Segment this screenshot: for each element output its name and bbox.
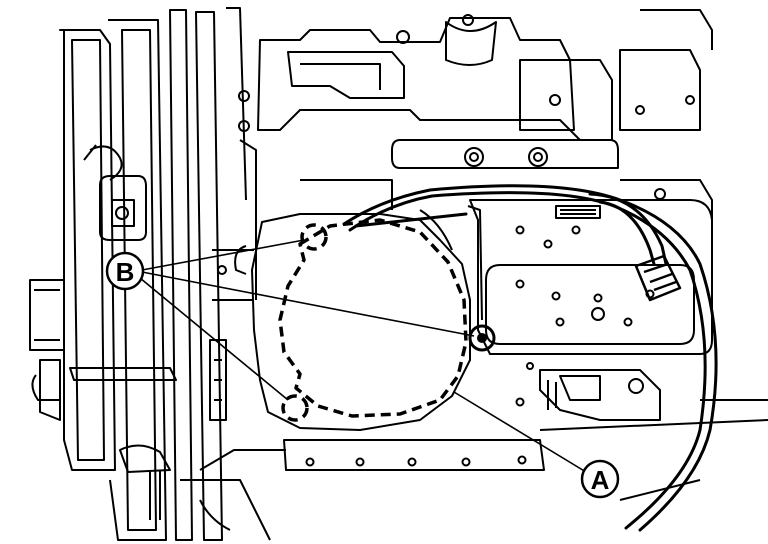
callout-b: B [105, 251, 145, 291]
leader-b-bolt [141, 271, 475, 337]
callout-b-circle [105, 251, 145, 291]
harness-connector [634, 254, 682, 302]
leader-b-bottom [139, 277, 289, 401]
left-frame-assembly [29, 7, 247, 541]
callout-a-circle [580, 459, 620, 499]
callout-leader-lines [139, 239, 587, 473]
leader-b-top [141, 239, 305, 271]
lower-bracket [180, 362, 768, 541]
motor-housing [209, 205, 483, 431]
callout-a-label: A [591, 465, 610, 495]
motor-mount-plate [469, 199, 713, 355]
wire-harness [342, 184, 718, 532]
callout-b-label: B [116, 257, 135, 287]
mounting-bolt [468, 324, 496, 352]
leader-a [453, 391, 587, 473]
crossbar [300, 139, 713, 240]
callout-a: A [580, 459, 620, 499]
hidden-motor-outline [278, 218, 468, 422]
